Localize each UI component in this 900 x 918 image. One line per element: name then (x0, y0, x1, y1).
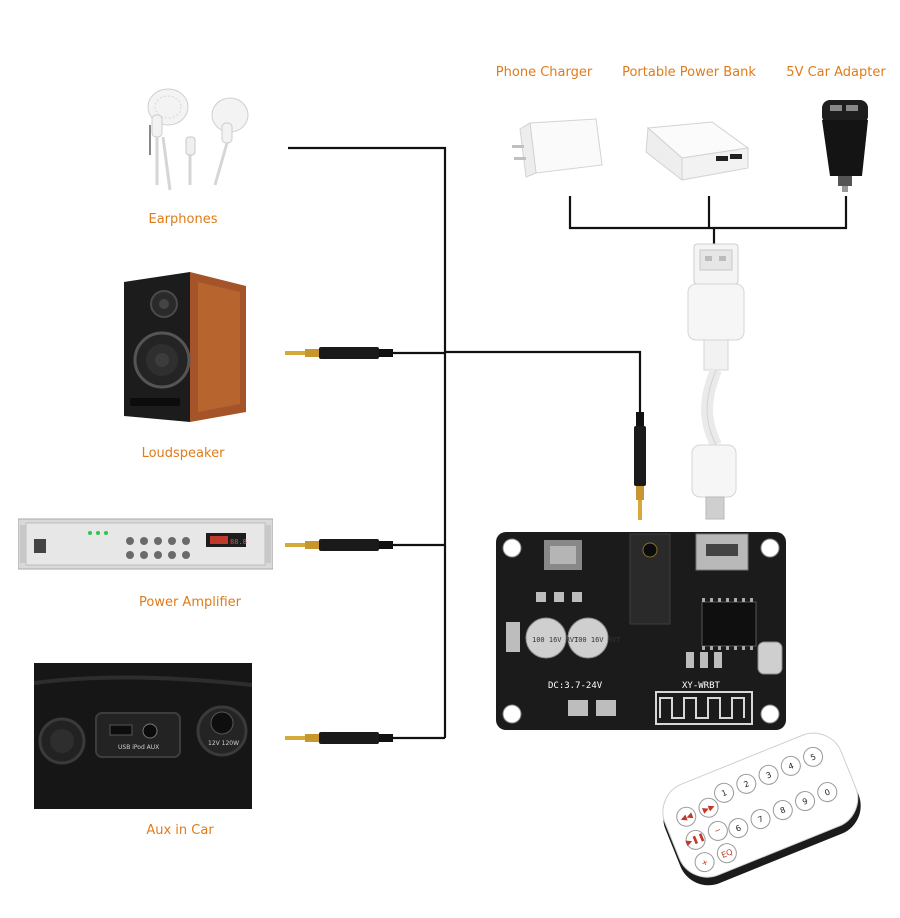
remote-button-0[interactable]: 0 (814, 779, 841, 806)
label-aux-in-car: Aux in Car (146, 823, 214, 838)
usb-cable (687, 243, 745, 520)
car-port-text: USB iPod AUX (118, 744, 159, 751)
wire-to-board (445, 350, 642, 415)
amp-display-readout: 88.8 (230, 538, 247, 546)
remote-button-7[interactable]: 7 (747, 806, 774, 833)
label-power-bank: Portable Power Bank (622, 65, 756, 80)
board-model-text: XY-WRBT (682, 681, 721, 691)
label-power-amplifier: Power Amplifier (138, 595, 241, 610)
car-aux-panel: USB iPod AUX 12V 120W (33, 663, 253, 809)
board-cap-1-label: 100 16V RVT (532, 636, 579, 644)
phone-charger-icon (512, 118, 603, 178)
label-phone-charger: Phone Charger (495, 65, 593, 80)
label-earphones: Earphones (148, 212, 218, 227)
car-socket-text: 12V 120W (208, 740, 239, 747)
remote-button-9[interactable]: 9 (792, 788, 819, 815)
power-bank-icon (645, 121, 750, 182)
wire-earphones (288, 146, 447, 738)
car-panel-graphic: USB iPod AUX 12V 120W (33, 663, 253, 809)
label-loudspeaker: Loudspeaker (141, 446, 225, 461)
earphones-icon (147, 88, 249, 191)
car-adapter-icon (822, 100, 868, 192)
board-cap-2-label: 100 16V RVT (574, 636, 621, 644)
remote-button-8[interactable]: 8 (769, 797, 796, 824)
loudspeaker-icon (124, 272, 246, 422)
label-car-adapter: 5V Car Adapter (786, 65, 886, 80)
power-amplifier-icon: 88.8 (18, 518, 273, 570)
board-voltage-text: DC:3.7-24V (548, 681, 603, 691)
bluetooth-audio-board: 100 16V RVT 100 16V RVT XY-WRBT DC:3.7-2… (496, 532, 786, 730)
jack-plugs (285, 347, 646, 744)
